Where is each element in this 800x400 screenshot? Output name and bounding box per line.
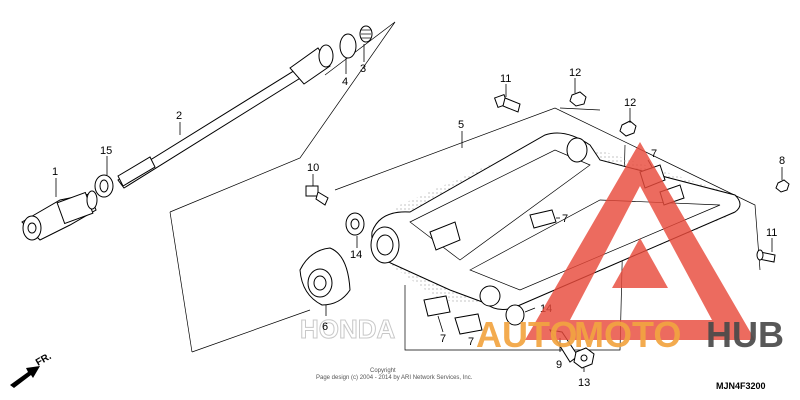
bolt-11-upper (493, 93, 521, 113)
universal-joint (21, 190, 98, 241)
watermark-hub: HUB (706, 314, 784, 355)
callout-14-left: 14 (350, 249, 362, 261)
snap-ring-4 (339, 33, 357, 59)
front-direction-indicator: FR. (10, 351, 54, 388)
callout-labels: 1 2 3 4 5 6 7 7 7 7 8 9 10 11 11 12 12 1… (52, 63, 785, 389)
callout-5: 5 (458, 119, 464, 131)
watermark-text: AUTO MOTO HUB (476, 314, 784, 355)
callout-7-left: 7 (440, 333, 446, 345)
drive-shaft (117, 44, 334, 189)
callout-7-bottom: 7 (468, 336, 474, 348)
callout-11-lower: 11 (766, 227, 777, 239)
callout-2: 2 (176, 110, 182, 122)
nut-12-lower (619, 120, 637, 137)
callout-8: 8 (779, 155, 785, 167)
callout-9: 9 (556, 359, 562, 371)
callout-11-upper: 11 (500, 73, 511, 85)
watermark-auto: AUTO (476, 314, 577, 355)
watermark-triangle-icon (525, 142, 755, 340)
bolt-8 (775, 179, 790, 193)
copyright-text: Page design (c) 2004 - 2014 by ARI Netwo… (316, 375, 473, 381)
oil-seal-15 (94, 174, 114, 198)
callout-7-mid: 7 (562, 213, 568, 225)
callout-4: 4 (342, 76, 348, 88)
diagram-code: MJN4F3200 (716, 381, 766, 391)
assembly-frame (169, 21, 761, 353)
pivot-cap-6 (299, 247, 351, 306)
direction-label: FR. (34, 351, 54, 369)
callout-6: 6 (322, 321, 328, 333)
watermark-logo (525, 142, 755, 340)
leader-lines (55, 44, 783, 372)
callout-10: 10 (307, 162, 319, 174)
watermark-inner-triangle-icon (612, 238, 668, 288)
callout-13: 13 (578, 377, 590, 389)
bolt-10 (305, 185, 329, 206)
bushing-14-left (345, 212, 365, 236)
callout-1: 1 (52, 166, 58, 178)
copyright-heading: Copyright (370, 368, 396, 374)
nut-12-upper (569, 91, 587, 107)
bushing-14-right (505, 304, 525, 326)
nut-13 (573, 347, 595, 369)
bolt-11-lower (756, 249, 776, 263)
callout-12-lower: 12 (624, 97, 636, 109)
callout-7-upper: 7 (651, 148, 657, 160)
brand-watermark: HONDA (300, 314, 396, 344)
watermark-moto: MOTO (574, 314, 681, 355)
spring-3 (359, 25, 373, 43)
callout-3: 3 (360, 63, 366, 75)
callout-15: 15 (100, 145, 112, 157)
callout-12-upper: 12 (569, 67, 581, 79)
